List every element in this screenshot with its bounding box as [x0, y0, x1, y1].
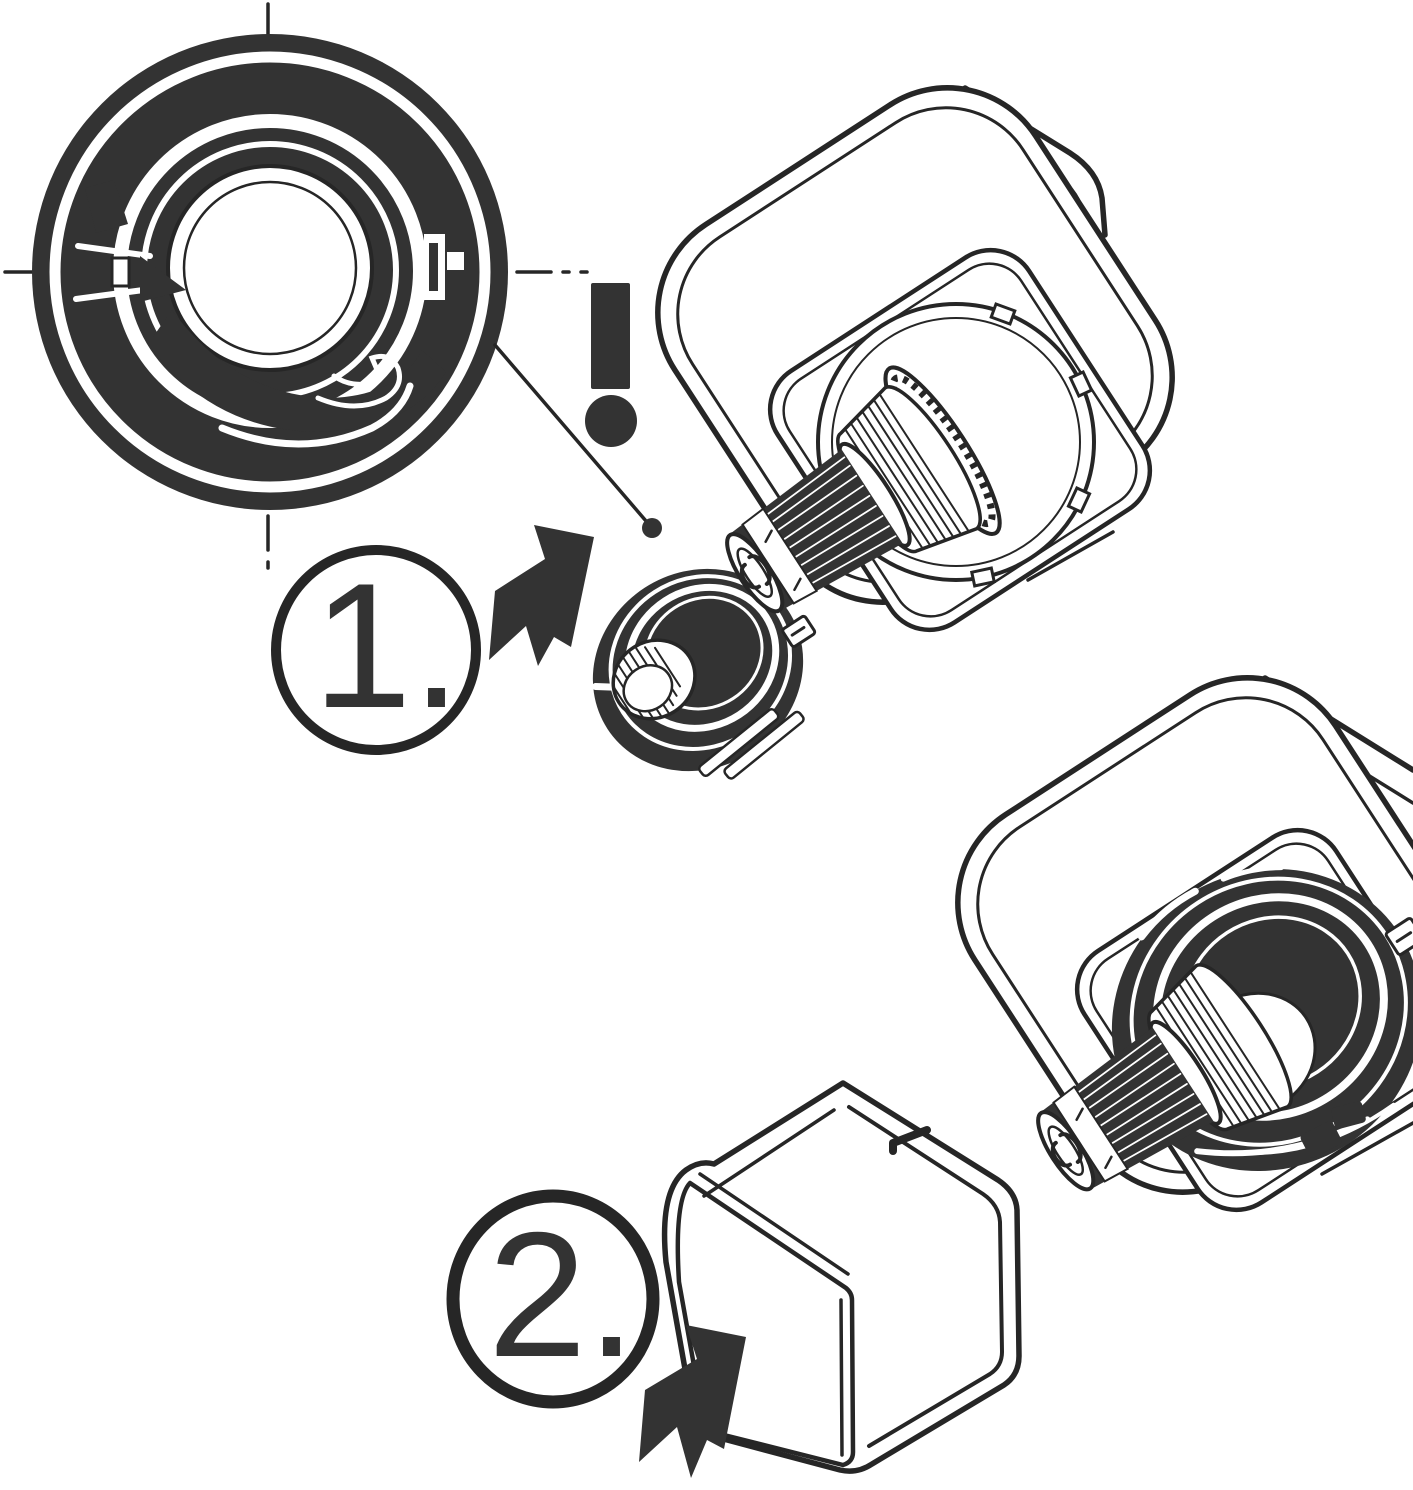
adapter-part — [591, 558, 817, 780]
step-2-circle — [446, 1189, 660, 1409]
adapter-cross-section-detail — [3, 2, 589, 578]
step-2-badge: 2. — [446, 1189, 660, 1409]
spring-clip — [148, 310, 446, 448]
bore-sleeve-line — [182, 180, 358, 356]
valve-body-with-adapter — [955, 675, 1413, 1232]
leader-dot — [642, 518, 662, 538]
cube-edge-inner-right — [847, 1105, 1005, 1448]
adapter-side-tab — [1384, 917, 1413, 956]
locking-slot — [424, 234, 464, 300]
band-gap-lines — [73, 243, 154, 302]
detail-leader — [493, 343, 662, 538]
cube-ridge-doubles — [698, 1108, 850, 1457]
left-key-tab — [110, 256, 131, 288]
bore-pointer — [140, 256, 186, 302]
step-1-circle — [271, 545, 481, 755]
bore-edge — [166, 164, 374, 372]
leader-line — [493, 343, 654, 530]
step-1-label: 1. — [313, 546, 461, 745]
cube-top-slot — [889, 1126, 931, 1155]
valve-body-bare — [655, 85, 1175, 654]
warning-exclamation-icon — [585, 283, 637, 447]
step-1-arrow-icon — [489, 525, 594, 666]
adapter-section-bore — [168, 166, 372, 370]
adapter-bottom-clips — [698, 708, 805, 780]
adapter-bottom-clips — [1300, 1101, 1366, 1158]
ring-gap-outer — [49, 51, 491, 493]
index-wedge — [85, 180, 128, 233]
step-2-arrow-icon — [639, 1325, 746, 1478]
step-2-label: 2. — [488, 1195, 636, 1394]
collar-clips — [969, 302, 1094, 588]
step-1-badge: 1. — [271, 545, 481, 755]
valve-collar-ring — [816, 302, 1096, 582]
valve-collar-ring-inner — [831, 317, 1081, 567]
valve-spindle — [694, 365, 1002, 654]
adapter-side-tab — [781, 614, 817, 648]
